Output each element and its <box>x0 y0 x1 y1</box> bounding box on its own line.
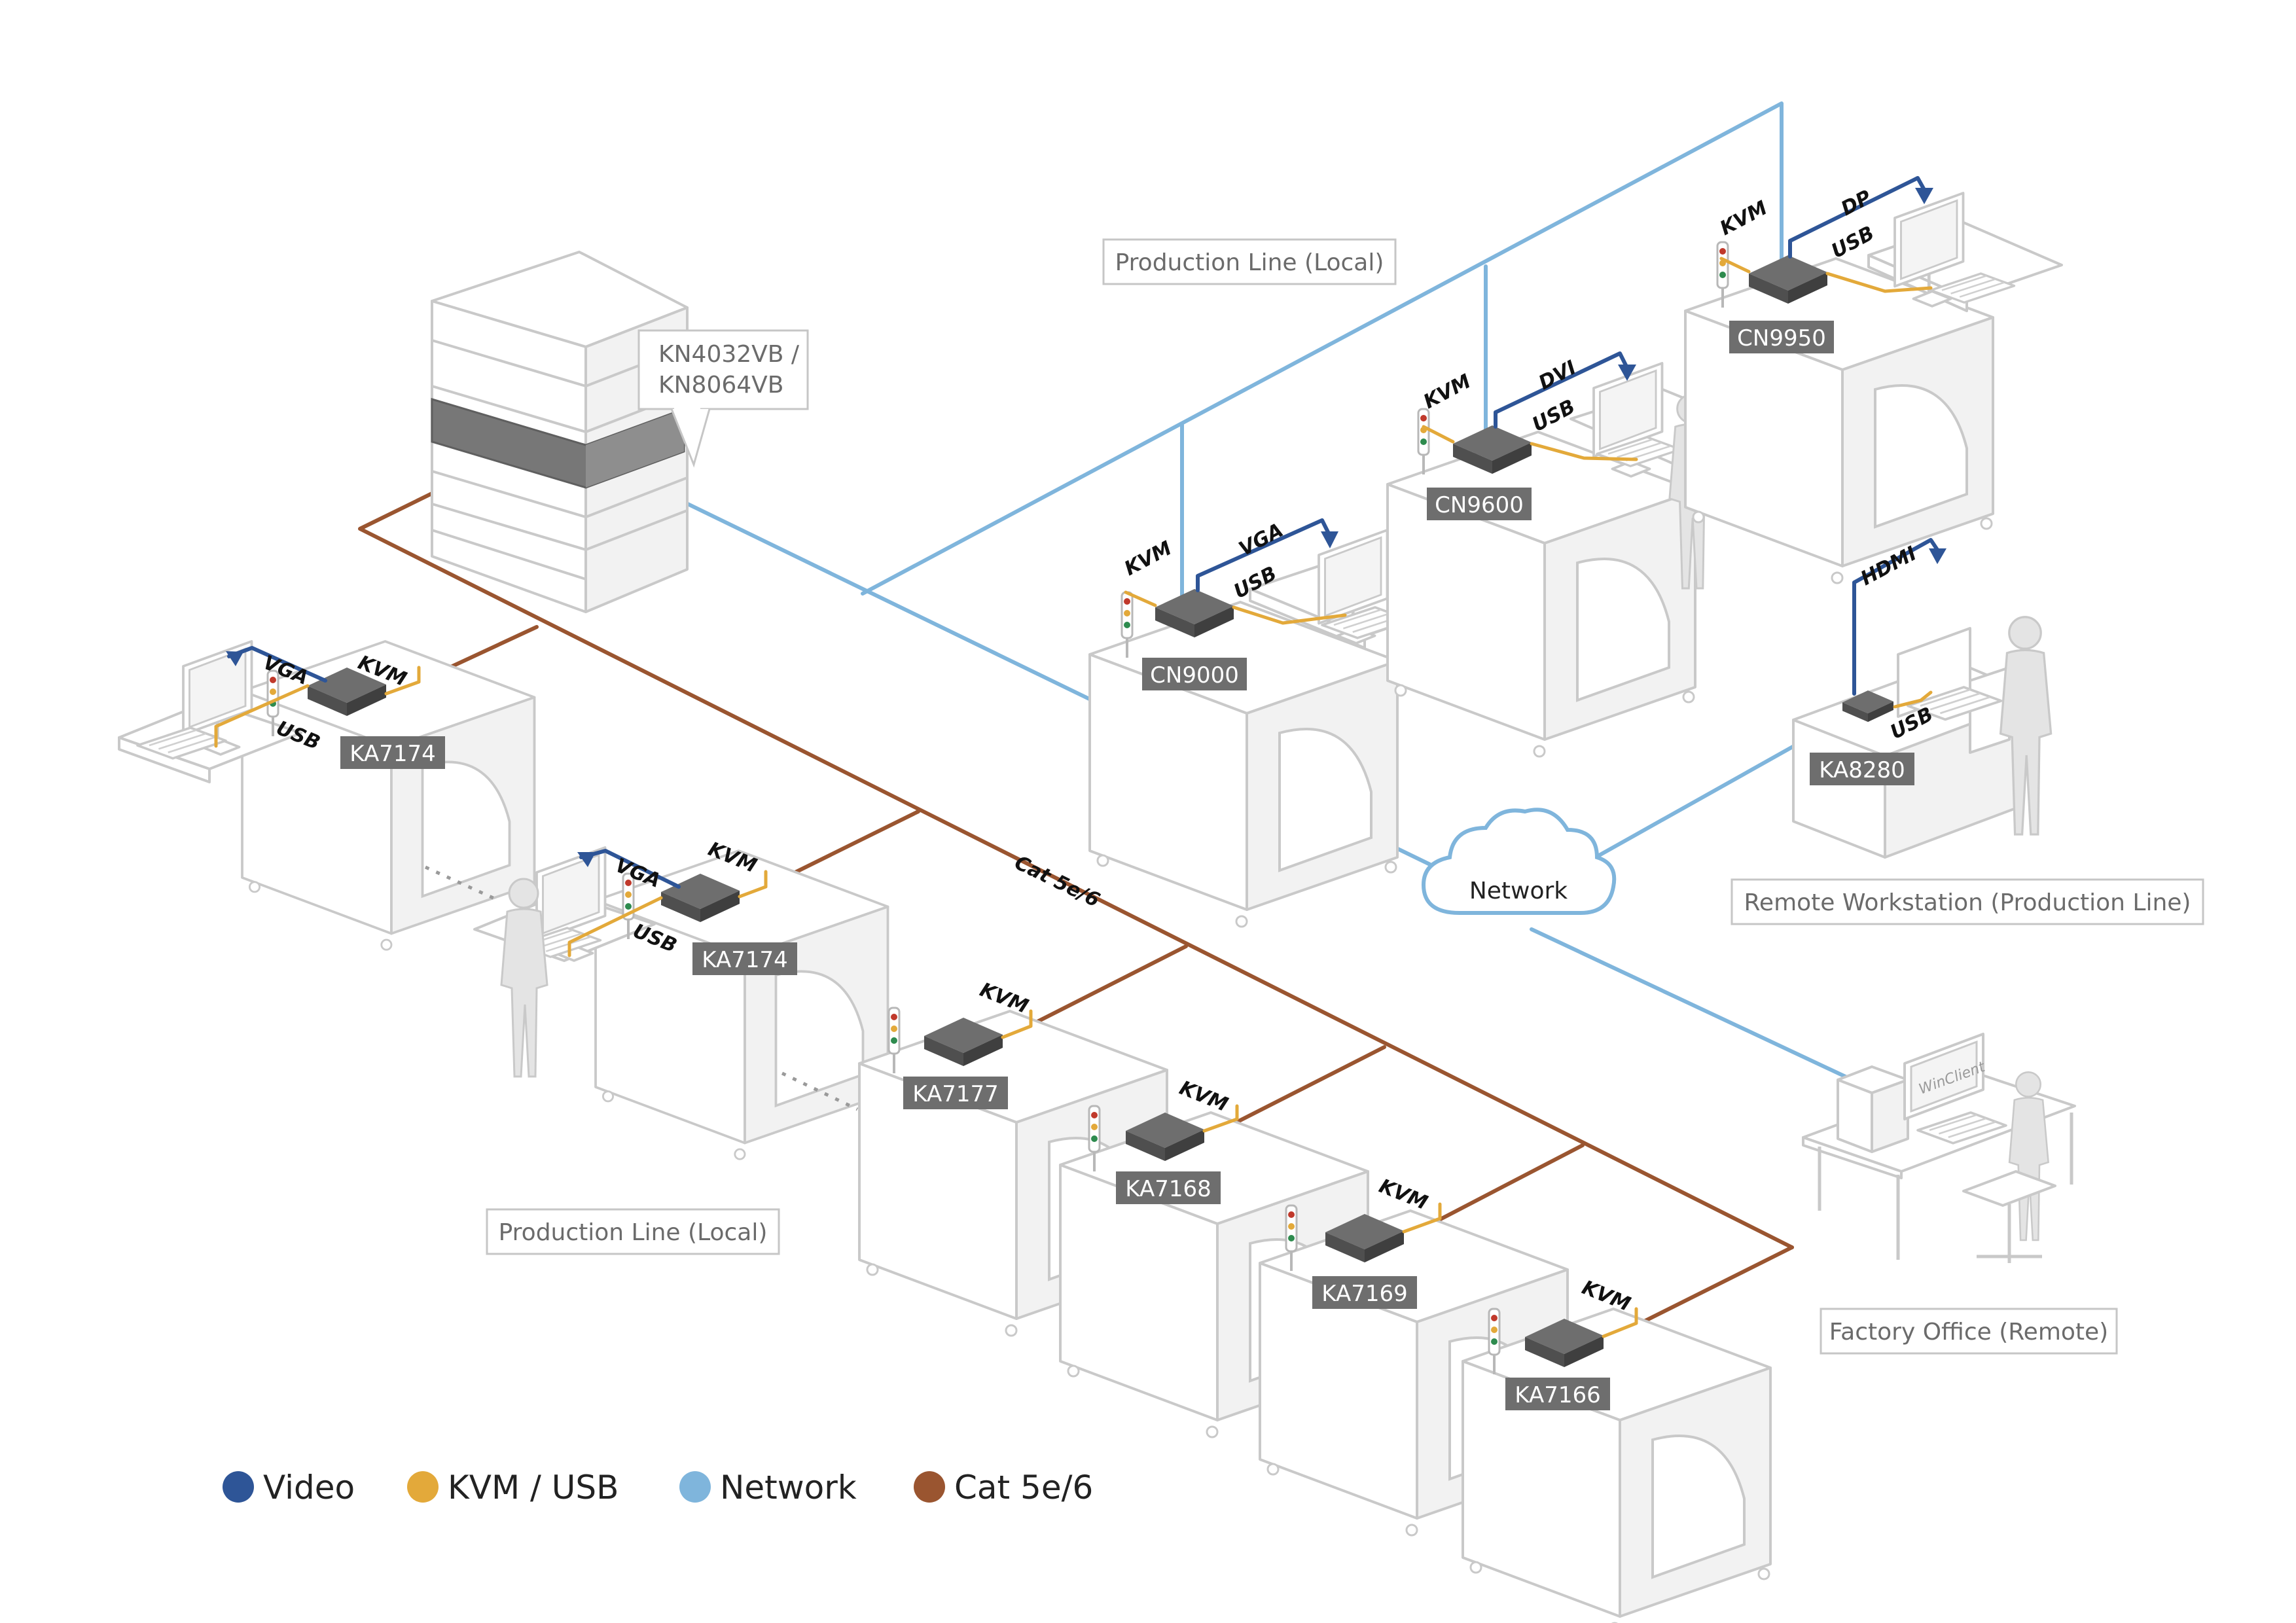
machine-ka7174-upper <box>241 640 536 952</box>
network-label: Network <box>1469 878 1568 904</box>
stack-light-cn9600 <box>1417 408 1430 476</box>
label-cn9600: CN9600 <box>1435 492 1524 518</box>
label-ka7168: KA7168 <box>1125 1176 1211 1202</box>
port-kvm-cn9950: KVM <box>1716 196 1771 240</box>
network-cloud: Network <box>1421 808 1617 915</box>
rack-callout: KN4032VB / KN8064VB <box>637 329 809 468</box>
video-cables <box>226 176 1946 889</box>
machine-ka7166 <box>1462 1308 1772 1623</box>
machine-cn9600 <box>1386 431 1696 758</box>
desk-cn9950 <box>1867 193 2063 312</box>
port-vga-cn9000: VGA <box>1235 519 1287 561</box>
legend-label-kvm-usb: KVM / USB <box>448 1469 619 1507</box>
rack-label-line2: KN8064VB <box>658 372 783 399</box>
port-kvm-cn9600: KVM <box>1420 370 1475 414</box>
rack-label-line1: KN4032VB / <box>658 341 800 368</box>
legend-swatch-cat <box>914 1471 945 1503</box>
legend-item-video: Video <box>223 1469 355 1507</box>
port-usb-cn9600: USB <box>1528 395 1579 437</box>
label-ka7174-lower: KA7174 <box>702 947 787 973</box>
machine-cn9950 <box>1684 257 1994 584</box>
legend-label-video: Video <box>263 1469 355 1507</box>
label-cn9000: CN9000 <box>1150 662 1239 688</box>
area-label-production-line-top: Production Line (Local) <box>1115 249 1384 276</box>
legend-item-cat: Cat 5e/6 <box>914 1469 1093 1507</box>
area-label-factory-office: Factory Office (Remote) <box>1829 1319 2108 1346</box>
label-ka7166: KA7166 <box>1515 1382 1600 1408</box>
label-ka7169: KA7169 <box>1321 1281 1407 1307</box>
area-label-production-line-bottom: Production Line (Local) <box>499 1219 768 1246</box>
port-kvm-cn9000: KVM <box>1121 537 1175 580</box>
legend-swatch-video <box>223 1471 254 1503</box>
legend-item-kvm-usb: KVM / USB <box>407 1469 619 1507</box>
legend-swatch-kvm-usb <box>407 1471 439 1503</box>
legend-label-network: Network <box>720 1469 857 1507</box>
area-labels: Production Line (Local) Production Line … <box>486 238 2204 1355</box>
kvm-usb-cables <box>214 257 1933 1338</box>
legend-swatch-network <box>679 1471 711 1503</box>
device-labels: KA7174 KA7174 KA7177 KA7168 KA7169 KA716… <box>340 321 1914 1410</box>
legend-label-cat: Cat 5e/6 <box>954 1469 1093 1507</box>
remote-workstation <box>1792 616 2053 859</box>
label-ka7177: KA7177 <box>912 1081 998 1107</box>
legend-item-network: Network <box>679 1469 857 1507</box>
area-label-remote-workstation: Remote Workstation (Production Line) <box>1744 889 2191 916</box>
legend: Video KVM / USB Network Cat 5e/6 <box>223 1469 1093 1507</box>
kvm-rack[interactable]: KN4032VB / KN8064VB <box>431 251 809 613</box>
port-kvm-ka7168: KVM <box>1176 1077 1231 1116</box>
label-ka7174-upper: KA7174 <box>350 741 435 767</box>
machine-cn9000 <box>1088 601 1399 928</box>
label-cn9950: CN9950 <box>1737 325 1826 351</box>
factory-office: WinClient <box>1802 1033 2076 1263</box>
desk-upper-left <box>118 641 302 783</box>
cable-label-cat: Cat 5e/6 <box>1011 851 1103 912</box>
line-continuation-dots <box>424 865 859 1111</box>
label-ka8280: KA8280 <box>1819 757 1905 783</box>
port-kvm-ka7169: KVM <box>1376 1175 1431 1215</box>
